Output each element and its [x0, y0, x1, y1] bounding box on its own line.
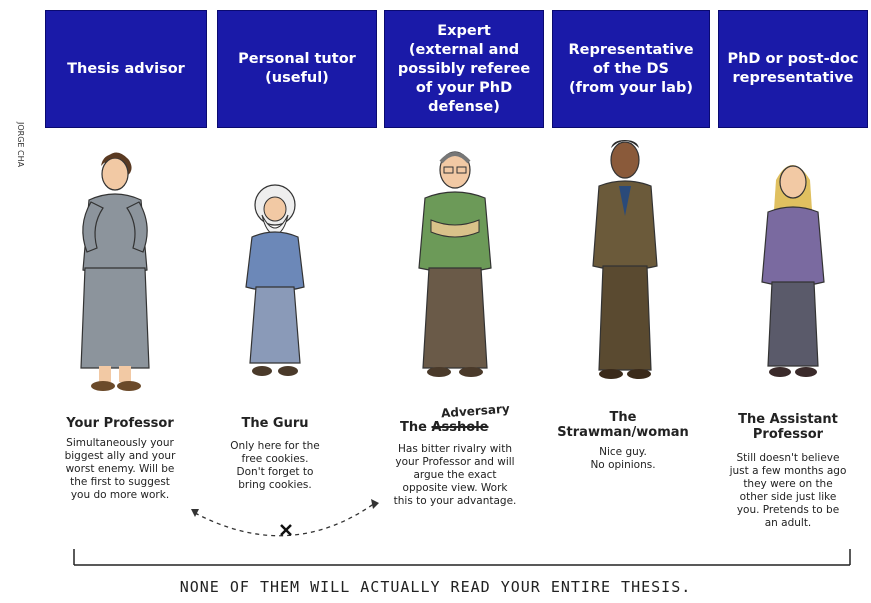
signature-text: JORGE CHA	[16, 121, 25, 168]
caption-adversary-correction: Adversary	[440, 401, 511, 421]
caption-adversary-title: The Asshole	[400, 420, 520, 435]
role-box-expert: Expert (external and possibly referee of…	[384, 10, 544, 128]
caption-your-professor-title: Your Professor	[66, 416, 174, 431]
strawman-illustration	[592, 140, 658, 379]
footer-caption: NONE OF THEM WILL ACTUALLY READ YOUR ENT…	[179, 578, 692, 596]
cross-icon	[280, 524, 292, 536]
role-box-thesis-advisor: Thesis advisor	[45, 10, 207, 128]
caption-assistant-professor-title: The Assistant Professor	[738, 412, 838, 442]
guru-illustration	[245, 184, 305, 376]
professor-illustration	[80, 152, 150, 391]
role-box-ds-representative: Representative of the DS (from your lab)	[552, 10, 710, 128]
caption-guru-desc: Only here for the free cookies. Don't fo…	[230, 440, 320, 491]
caption-assistant-professor-desc: Still doesn't believe just a few months …	[729, 452, 847, 529]
role-box-phd-representative: PhD or post-doc representative	[718, 10, 868, 128]
bracket-line	[73, 549, 851, 566]
caption-your-professor-desc: Simultaneously your biggest ally and you…	[64, 437, 176, 501]
artist-signature: JORGE CHA	[6, 118, 36, 178]
caption-adversary-struck-word: Asshole	[431, 420, 489, 435]
adversary-illustration	[418, 151, 492, 377]
rivalry-arc	[191, 499, 379, 537]
role-box-personal-tutor: Personal tutor (useful)	[217, 10, 377, 128]
caption-strawman-title: The Strawman/woman	[557, 410, 689, 440]
caption-guru-title: The Guru	[241, 416, 309, 431]
caption-adversary-desc: Has bitter rivalry with your Professor a…	[393, 443, 517, 507]
assistant-professor-illustration	[761, 165, 825, 377]
caption-strawman-desc: Nice guy. No opinions.	[590, 446, 656, 471]
caption-adversary-prefix: The	[400, 420, 427, 435]
